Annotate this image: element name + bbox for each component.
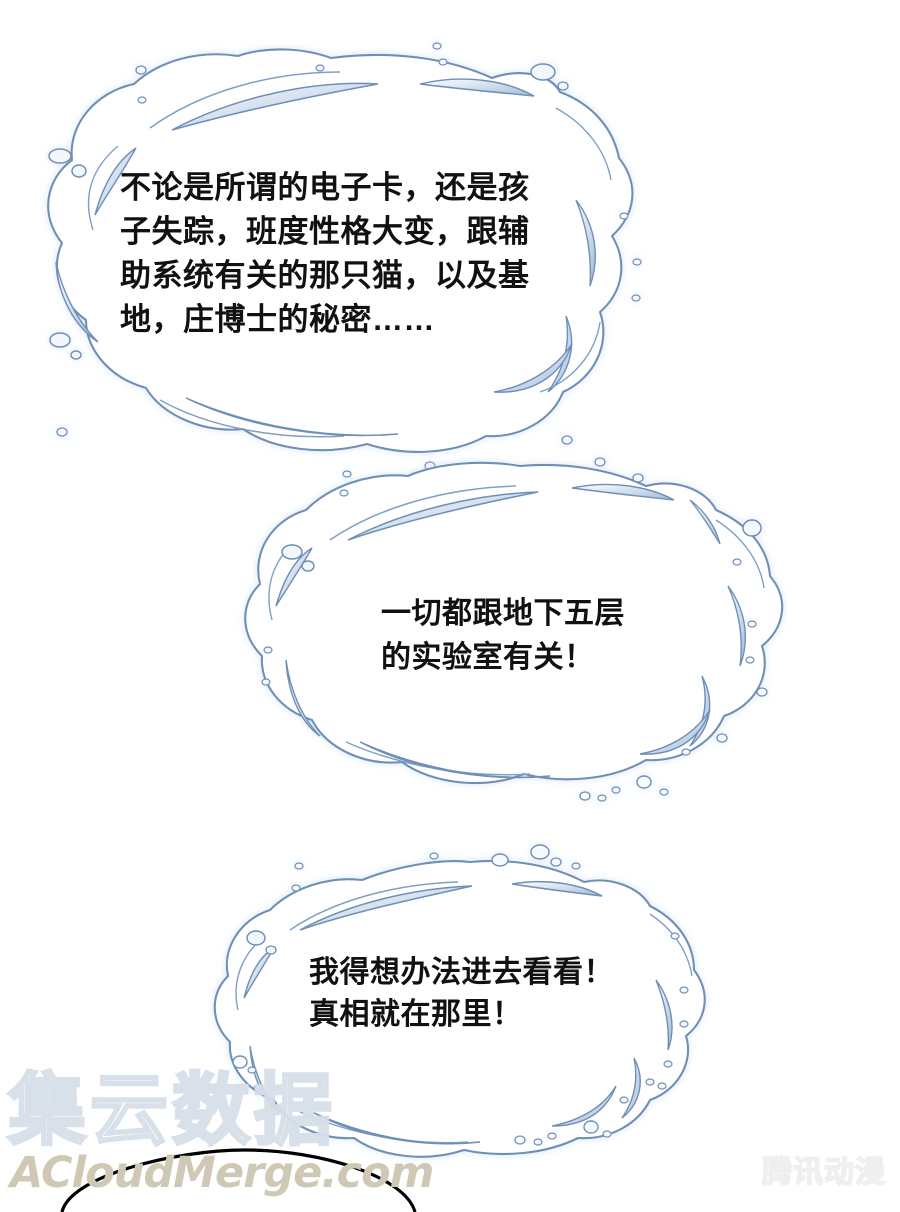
watermark-publisher: 腾讯动漫 <box>761 1155 886 1190</box>
thought-bubble-2-shape <box>244 461 784 802</box>
watermark-brand-cn: 集云数据 <box>6 1066 337 1156</box>
thought-bubble-3-text: 我得想办法进去看看！ 真相就在那里！ <box>309 956 614 1031</box>
thought-bubble-3-shape <box>213 844 706 1158</box>
watermark-brand-url: ACloudMerge.com <box>10 1148 434 1198</box>
thought-bubble-2-text: 一切都跟地下五层 的实验室有关！ <box>381 597 625 674</box>
thought-bubble-1-text: 不论是所谓的电子卡，还是孩 子失踪，班度性格大变，跟辅 助系统有关的那只猫，以及… <box>120 170 530 337</box>
thought-bubble-1-shape <box>47 42 642 480</box>
next-panel-balloon-arc <box>60 1148 417 1212</box>
